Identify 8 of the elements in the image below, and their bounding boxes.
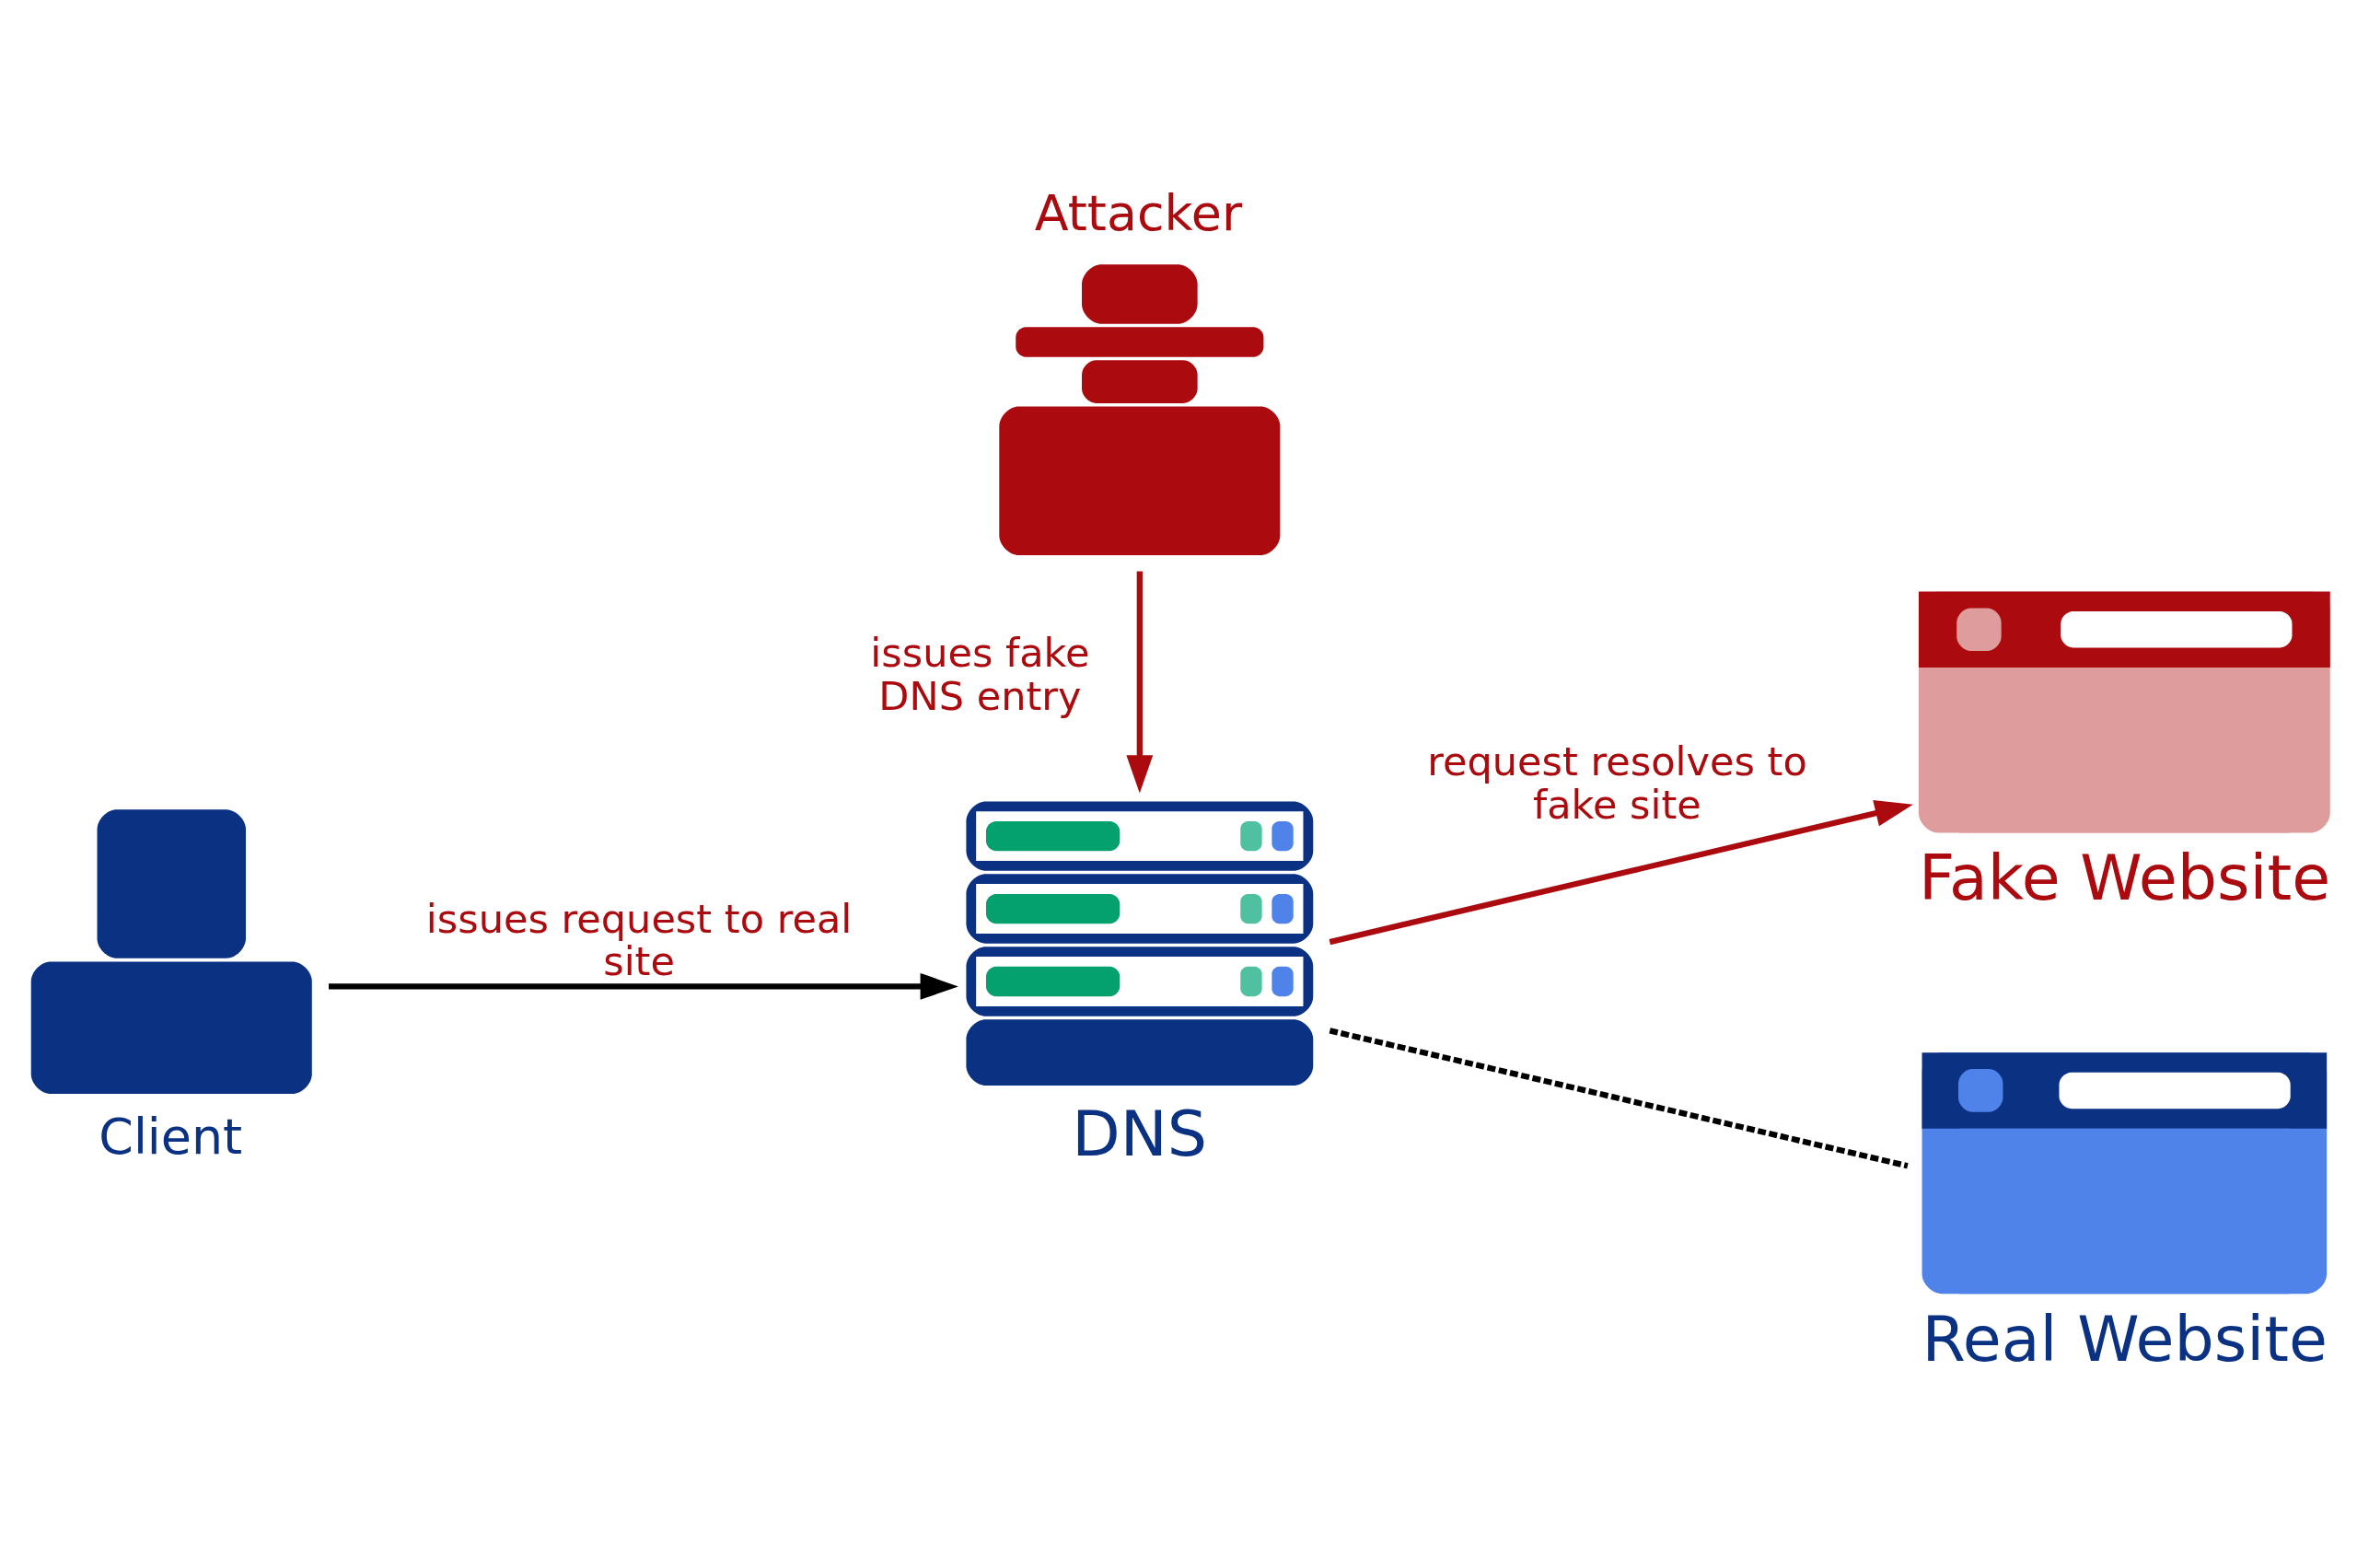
node-label: DNS [1072, 1097, 1208, 1170]
node-label: Attacker [1034, 183, 1243, 241]
edge-label: issues fake DNS entry [870, 629, 1090, 719]
edge-label: issues request to real site [425, 895, 853, 984]
node-label: Real Website [1922, 1302, 2328, 1376]
node-label: Fake Website [1918, 841, 2331, 914]
node-label: Client [99, 1107, 243, 1166]
edge-label: request resolves to fake site [1427, 738, 1807, 828]
